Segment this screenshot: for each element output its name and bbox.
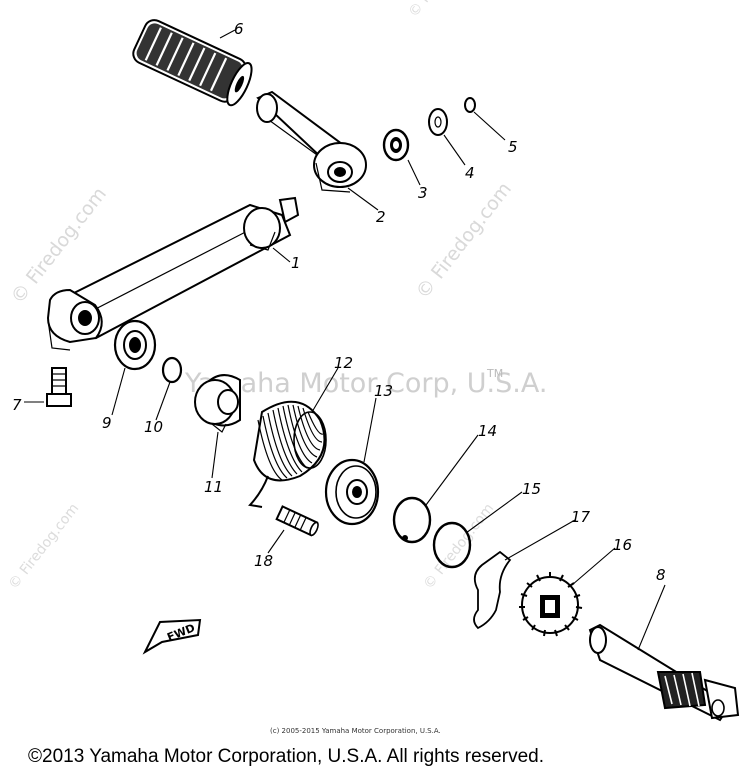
small-copyright: (c) 2005-2015 Yamaha Motor Corporation, …: [270, 727, 441, 735]
part-10-circlip: [161, 356, 183, 384]
callout-8: 8: [656, 566, 666, 584]
part-13-spring-cover: [324, 458, 380, 526]
callout-6: 6: [234, 20, 244, 38]
part-3-bearing: [382, 128, 410, 162]
callout-15: 15: [522, 480, 541, 498]
callout-2: 2: [376, 208, 386, 226]
part-5-circlip: [464, 97, 476, 113]
part-12-kick-spring: [248, 400, 327, 508]
callout-4: 4: [465, 164, 475, 182]
part-14-circlip: [392, 496, 432, 544]
part-8-kick-axle: [588, 623, 740, 722]
callout-14: 14: [478, 422, 497, 440]
footer-copyright: ©2013 Yamaha Motor Corporation, U.S.A. A…: [28, 746, 544, 767]
part-1-kick-lever: [46, 196, 300, 351]
callout-10: 10: [144, 418, 163, 436]
part-9-oil-seal: [113, 319, 157, 371]
leader-lines: [24, 29, 666, 651]
callout-1: 1: [291, 254, 301, 272]
part-15-washer: [432, 521, 472, 569]
callout-7: 7: [12, 396, 22, 414]
watermark-lower-left: © Firedog.com: [6, 501, 83, 593]
callout-5: 5: [508, 138, 518, 156]
watermark-lower-center: © Firedog.com: [421, 501, 498, 593]
center-watermark: Yamaha Motor Corp, U.S.A.: [184, 368, 547, 399]
callout-16: 16: [613, 536, 632, 554]
callout-13: 13: [374, 382, 393, 400]
callout-18: 18: [254, 552, 273, 570]
part-18-pin: [275, 505, 319, 537]
trademark-mark: TM: [486, 367, 503, 380]
callout-9: 9: [102, 414, 112, 432]
part-4-washer: [428, 108, 448, 136]
callout-11: 11: [204, 478, 223, 496]
part-17-clip: [473, 550, 512, 630]
part-2-kick-crank: [256, 90, 367, 193]
fwd-arrow: FWD: [142, 618, 202, 655]
callout-12: 12: [334, 354, 353, 372]
callout-3: 3: [418, 184, 428, 202]
part-16-kick-gear: [519, 572, 583, 637]
callout-17: 17: [571, 508, 591, 526]
part-7-bolt: [46, 367, 72, 407]
part-11-spring-guide: [194, 374, 241, 433]
watermark-top: © Firedog.com: [406, 0, 483, 20]
callout-labels: 6 1 2 3 4 5 7 9 10 11 12 13 14 15 17 16 …: [12, 20, 666, 584]
part-6-kick-grip: [132, 19, 253, 107]
